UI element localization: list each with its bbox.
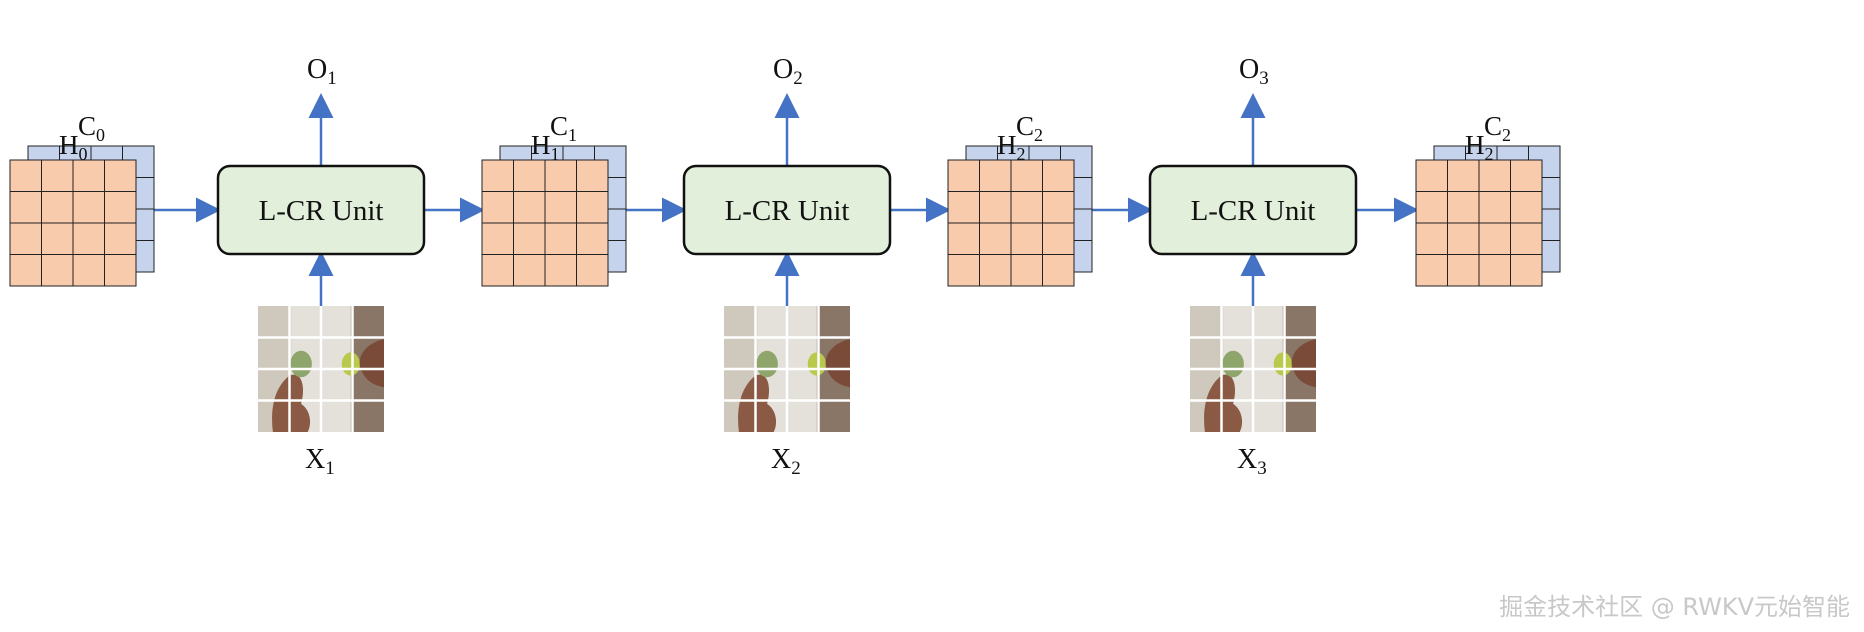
hidden-state-label-1-main: H — [531, 130, 551, 160]
output-label-3: O3 — [1239, 54, 1269, 89]
input-frame-3 — [1190, 306, 1316, 432]
hidden-state-grid-1 — [481, 159, 609, 287]
hidden-state-label-3: H2 — [1465, 130, 1494, 164]
lcr-unit-label: L-CR Unit — [1191, 195, 1316, 227]
units-layer: L-CR Unit L-CR Unit L-CR Unit — [216, 164, 1358, 256]
input-label-2-subscript: 2 — [791, 458, 801, 479]
hidden-state-label-3-subscript: 2 — [1485, 144, 1494, 164]
frame-right-hand — [359, 339, 384, 388]
frame-right-hand — [825, 339, 850, 388]
lcr-unit-3: L-CR Unit — [1148, 164, 1358, 256]
output-label-1: O1 — [307, 54, 337, 89]
output-label-1-main: O — [307, 54, 327, 85]
input-label-1: X1 — [305, 444, 335, 479]
frame-left-hand — [272, 374, 311, 432]
frame-left-hand — [1204, 374, 1243, 432]
hidden-state-label-0-main: H — [59, 130, 79, 160]
input-label-3-subscript: 3 — [1257, 458, 1267, 479]
input-frame-1 — [258, 306, 384, 432]
hidden-state-label-3-main: H — [1465, 130, 1485, 160]
frame-green-fruit — [1222, 350, 1244, 378]
frame-right-hand — [1291, 339, 1316, 388]
state-block-2 — [947, 145, 1093, 287]
frame-grid-overlay — [258, 306, 384, 432]
input-frame-image — [258, 306, 384, 432]
lcr-unit-label: L-CR Unit — [725, 195, 850, 227]
cell-state-label-3: C2 — [1484, 111, 1511, 145]
hidden-state-label-2-subscript: 2 — [1017, 144, 1026, 164]
output-label-3-main: O — [1239, 54, 1259, 85]
cell-state-label-2: C2 — [1016, 111, 1043, 145]
hidden-state-grid-3 — [1415, 159, 1543, 287]
lcr-unit-box — [682, 164, 892, 256]
input-frame-image — [724, 306, 850, 432]
cell-state-label-0-subscript: 0 — [96, 125, 105, 145]
frame-yellow-fruit — [1273, 352, 1292, 376]
input-label-1-subscript: 1 — [325, 458, 335, 479]
frame-yellow-fruit — [807, 352, 826, 376]
watermark: 掘金技术社区 @ RWKV元始智能 — [1499, 593, 1850, 621]
lcr-unit-1: L-CR Unit — [216, 164, 426, 256]
frame-green-fruit — [290, 350, 312, 378]
frame-green-fruit — [756, 350, 778, 378]
hidden-state-grid-0 — [9, 159, 137, 287]
output-label-1-subscript: 1 — [327, 68, 337, 89]
state-block-3 — [1415, 145, 1561, 287]
frame-grid-overlay — [1190, 306, 1316, 432]
hidden-state-label-1-subscript: 1 — [551, 144, 560, 164]
cell-state-label-1-subscript: 1 — [568, 125, 577, 145]
states-layer — [9, 145, 1561, 287]
arrows-layer — [154, 93, 1419, 306]
lcr-unit-2: L-CR Unit — [682, 164, 892, 256]
cell-state-label-1-main: C — [550, 111, 568, 141]
frame-left-hand — [738, 374, 777, 432]
input-label-3: X3 — [1237, 444, 1267, 479]
state-block-1 — [481, 145, 627, 287]
hidden-state-label-0-subscript: 0 — [79, 144, 88, 164]
cell-state-label-1: C1 — [550, 111, 577, 145]
cell-state-label-2-subscript: 2 — [1034, 125, 1043, 145]
input-label-2: X2 — [771, 444, 801, 479]
cell-state-label-2-main: C — [1016, 111, 1034, 141]
hidden-state-label-1: H1 — [531, 130, 560, 164]
hidden-state-grid-2 — [947, 159, 1075, 287]
cell-state-label-0: C0 — [78, 111, 105, 145]
output-label-2-main: O — [773, 54, 793, 85]
input-frame-image — [1190, 306, 1316, 432]
input-label-3-main: X — [1237, 444, 1257, 475]
hidden-state-label-0: H0 — [59, 130, 88, 164]
lcr-unit-label: L-CR Unit — [259, 195, 384, 227]
frame-yellow-fruit — [341, 352, 360, 376]
hidden-state-label-2: H2 — [997, 130, 1026, 164]
cell-state-label-3-subscript: 2 — [1502, 125, 1511, 145]
state-block-0 — [9, 145, 155, 287]
frames-layer — [258, 306, 1316, 432]
lcr-unit-box — [1148, 164, 1358, 256]
lcr-unit-box — [216, 164, 426, 256]
cell-state-label-3-main: C — [1484, 111, 1502, 141]
input-label-2-main: X — [771, 444, 791, 475]
cell-state-label-0-main: C — [78, 111, 96, 141]
frame-grid-overlay — [724, 306, 850, 432]
output-label-2: O2 — [773, 54, 803, 89]
input-label-1-main: X — [305, 444, 325, 475]
hidden-state-label-2-main: H — [997, 130, 1017, 160]
output-label-3-subscript: 3 — [1259, 68, 1269, 89]
output-label-2-subscript: 2 — [793, 68, 803, 89]
input-frame-2 — [724, 306, 850, 432]
